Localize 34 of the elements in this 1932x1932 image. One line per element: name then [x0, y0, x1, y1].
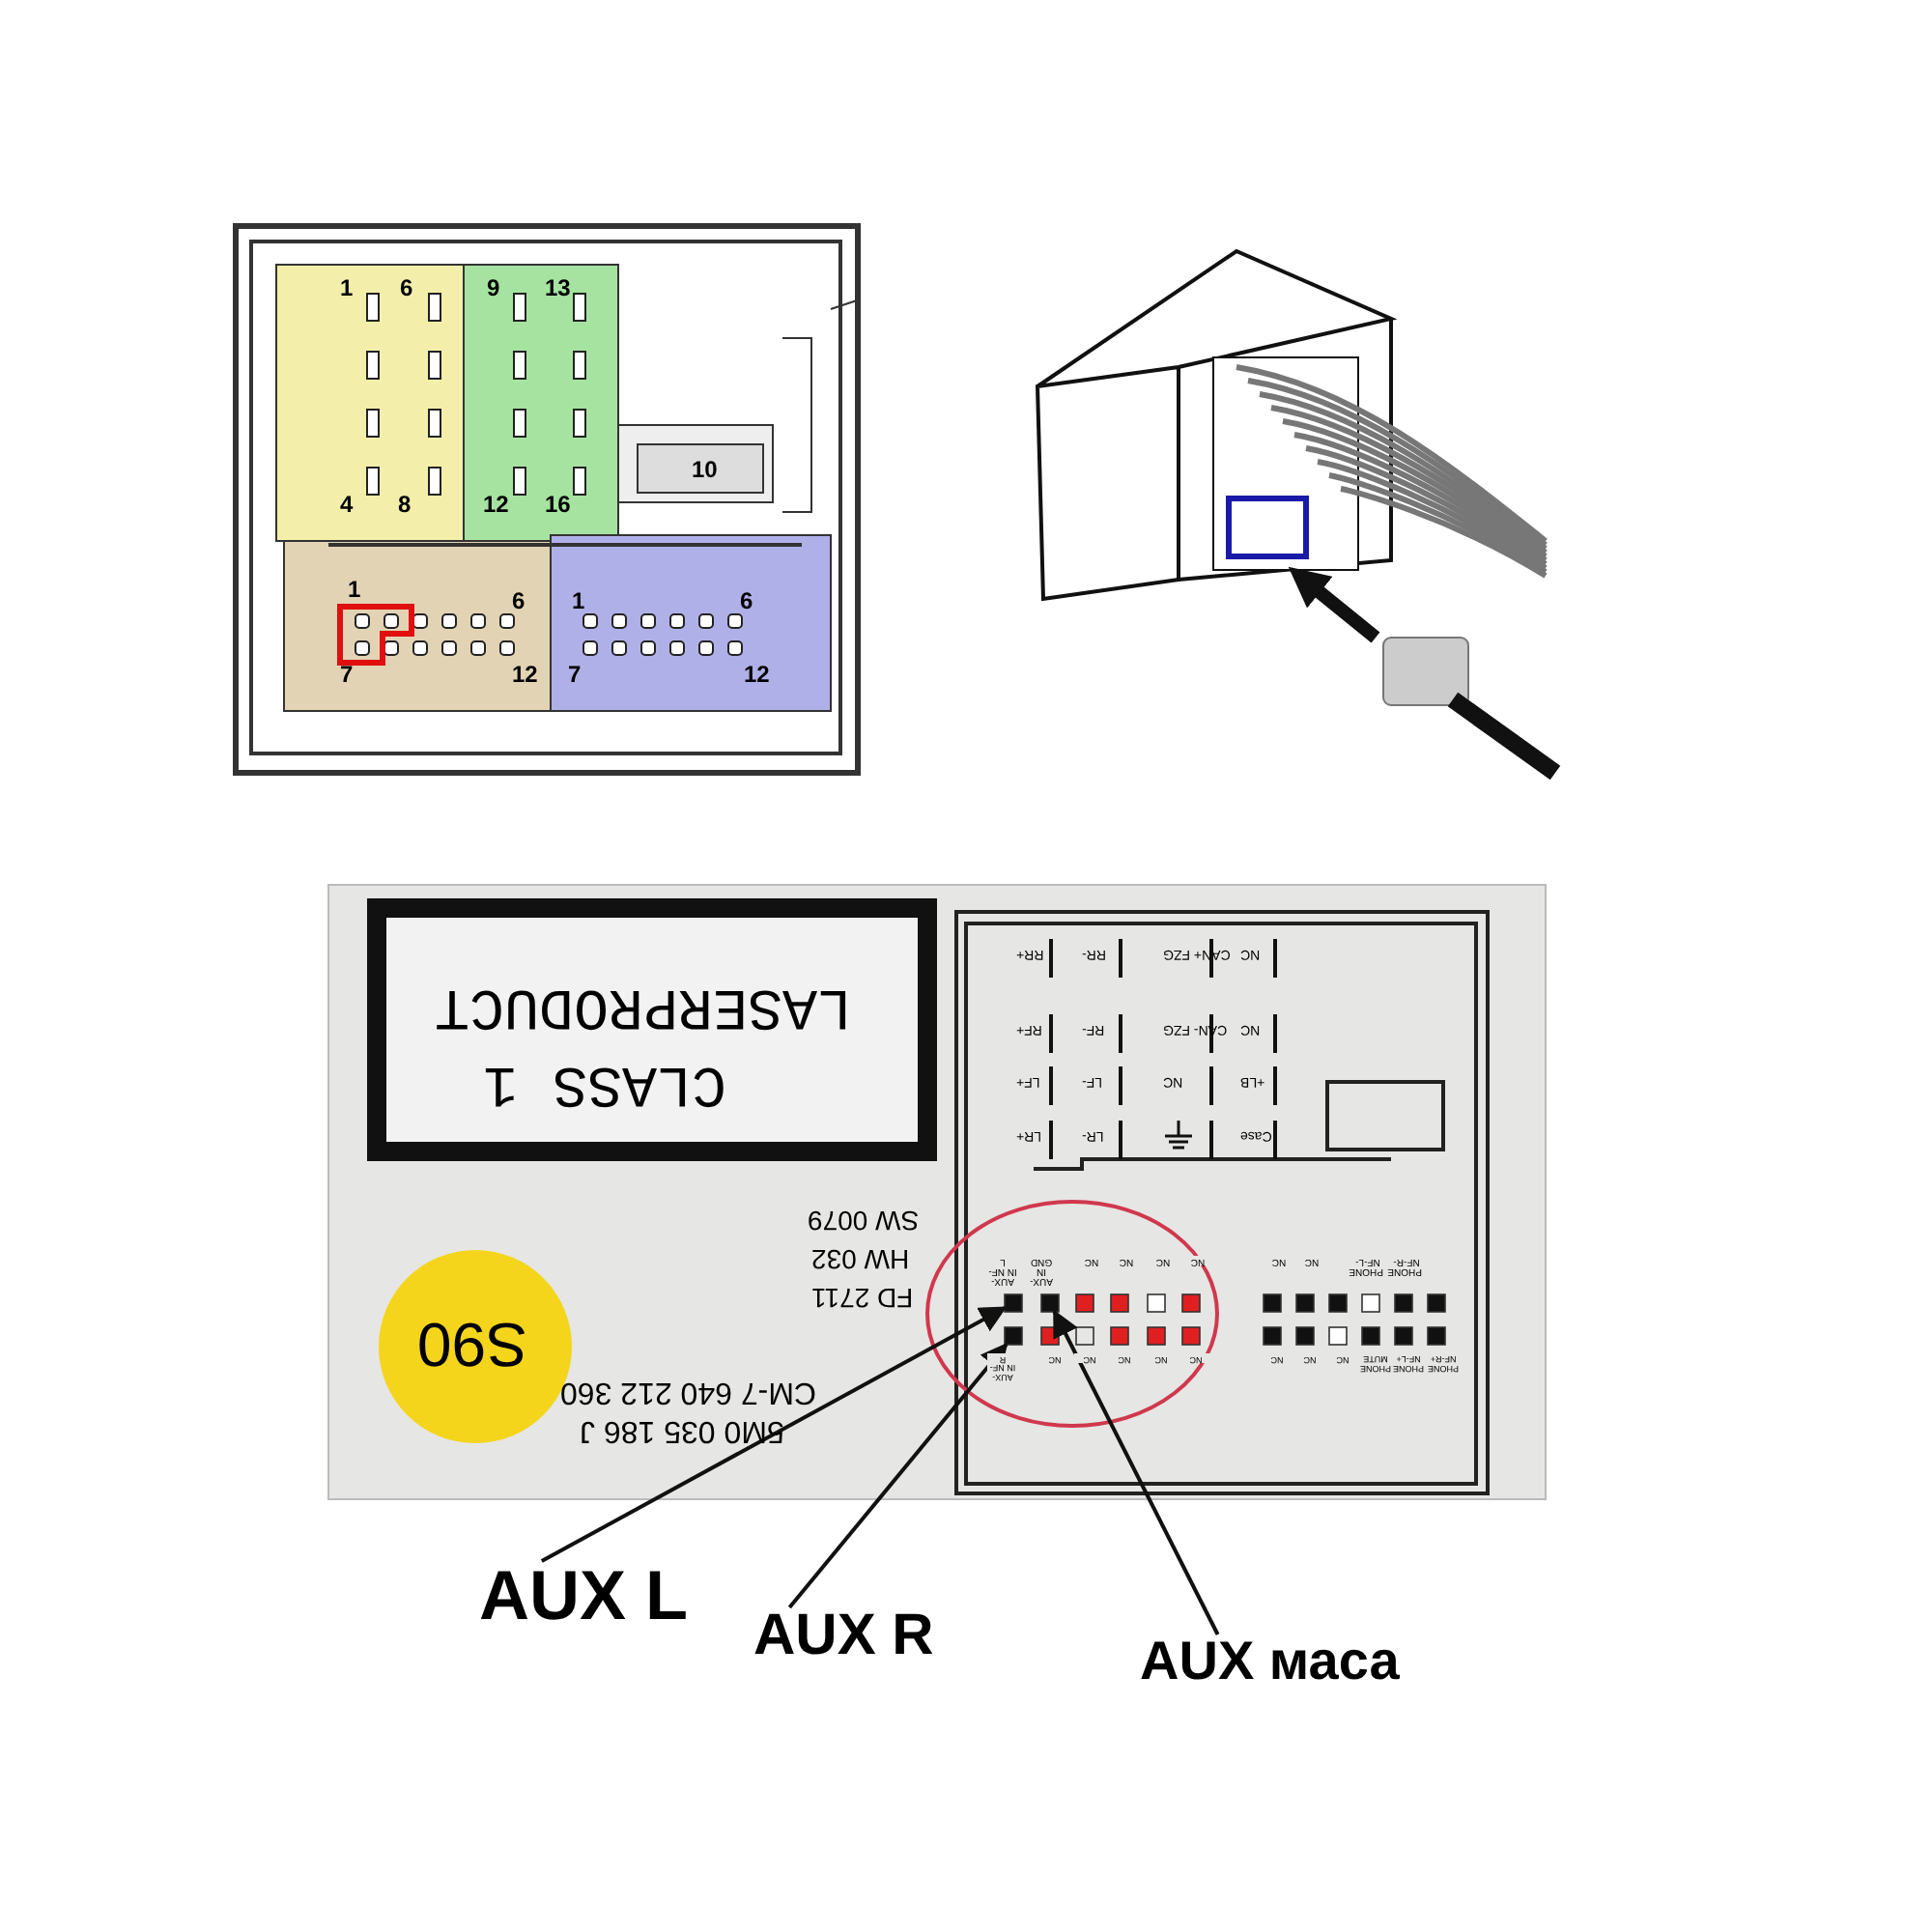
pin-number: 12: [483, 493, 509, 516]
connector-pin: [1004, 1293, 1023, 1313]
pin-number: 12: [512, 663, 538, 686]
callout-label: AUX маса: [1140, 1634, 1400, 1689]
pin-number: 7: [568, 663, 582, 686]
pin-number: 9: [487, 276, 500, 299]
leader-line: [1052, 1309, 1220, 1635]
part-number: CM-7 640 212 360: [560, 1376, 817, 1406]
pin-number: 8: [398, 493, 412, 516]
connector-pin: [1004, 1326, 1023, 1346]
version-text: SW 0079: [808, 1208, 920, 1235]
sticker-code: S90: [417, 1314, 527, 1376]
pin-number: 6: [400, 276, 413, 299]
pin-number: 4: [340, 493, 354, 516]
pin-number: 6: [740, 589, 753, 612]
pin-number: 6: [512, 589, 526, 612]
pin-number: 1: [348, 578, 361, 601]
pin-number: 1: [340, 276, 354, 299]
pin-number: 1: [572, 589, 585, 612]
leader-line: [540, 1306, 1008, 1563]
leader-line: [787, 1342, 1009, 1609]
version-text: HW 032: [811, 1246, 910, 1273]
version-text: FD 2711: [811, 1285, 914, 1312]
pin-number: 12: [744, 663, 770, 686]
pin-number: 10: [692, 458, 718, 481]
pin-number: 16: [545, 493, 571, 516]
connector-pin: [1040, 1293, 1060, 1313]
callout-label: AUX R: [753, 1607, 934, 1665]
warning-text: CLASS 1: [483, 1053, 727, 1111]
part-number: 5M0 035 186 J: [580, 1414, 784, 1445]
pin-number: 13: [545, 276, 571, 299]
warning-text: LASERPRODUCT: [435, 976, 853, 1034]
callout-label: AUX L: [479, 1561, 688, 1631]
pin-number: 7: [340, 663, 354, 686]
